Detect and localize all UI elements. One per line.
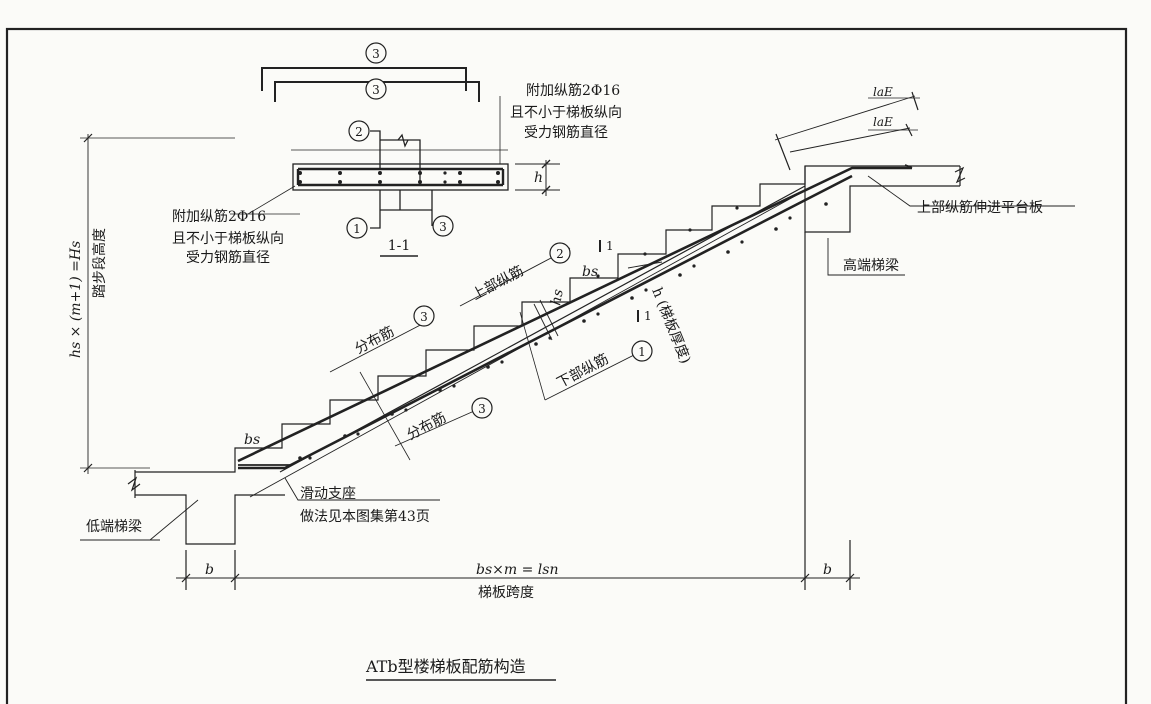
dim-bs-mid: bs <box>582 264 598 280</box>
bubble-3-section-num: 3 <box>439 220 447 234</box>
dim-bs-low: bs <box>244 432 260 448</box>
dim-span-cn: 梯板跨度 <box>478 585 534 601</box>
bubble-3-dist-upper-num: 3 <box>420 310 428 324</box>
bubble-1-bottom-bar-num: 1 <box>638 345 646 359</box>
section-1-1 <box>230 67 560 257</box>
dim-span-formula: bs×m = lsn <box>476 562 558 578</box>
label-sliding-support-ref: 做法见本图集第43页 <box>300 508 430 525</box>
label-sliding-support: 滑动支座 <box>300 485 356 502</box>
bubble-3-top-num: 3 <box>372 47 380 61</box>
section-label: 1-1 <box>388 238 411 254</box>
cut-mark-1-upper: 1 <box>606 239 614 253</box>
bubble-2-top-bar <box>549 242 571 264</box>
bubble-3-second <box>365 78 387 100</box>
dim-b-left: b <box>205 562 214 578</box>
bubble-2-section <box>348 120 370 142</box>
label-low-end-beam: 低端梯梁 <box>86 519 142 535</box>
bubble-2-section-num: 2 <box>355 125 363 139</box>
label-dist-bar-lower: 分布筋 <box>404 409 449 444</box>
label-top-bar-into-platform: 上部纵筋伸进平台板 <box>917 199 1043 216</box>
svg-text:附加纵筋2Φ16: 附加纵筋2Φ16 <box>172 208 266 225</box>
bubble-1-section-num: 1 <box>353 222 361 236</box>
svg-text:受力钢筋直径: 受力钢筋直径 <box>524 124 608 141</box>
bubble-2-top-bar-num: 2 <box>556 247 564 261</box>
svg-text:受力钢筋直径: 受力钢筋直径 <box>186 249 270 266</box>
bubble-3-second-num: 3 <box>372 83 380 97</box>
bubble-3-dist-lower <box>471 397 493 419</box>
cut-mark-1-lower: 1 <box>644 309 652 323</box>
drawing-title: ATb型楼梯板配筋构造 <box>365 657 526 676</box>
stair-rebar-dots <box>298 202 828 460</box>
dim-b-right: b <box>823 562 832 578</box>
label-high-end-beam: 高端梯梁 <box>843 257 899 274</box>
stair-profile <box>80 91 1075 590</box>
bubble-3-section <box>432 215 454 237</box>
stair-bubbles <box>413 242 653 419</box>
bubble-1-section <box>346 217 368 239</box>
dim-hs-mid: hs <box>548 288 567 307</box>
drawing-frame <box>5 27 1128 704</box>
label-dist-bar-upper: 分布筋 <box>352 323 397 358</box>
label-thickness: h (梯板厚度) <box>648 286 693 367</box>
label-top-long-bar: 上部纵筋 <box>469 262 526 303</box>
dim-la-e-2: laE <box>873 115 893 129</box>
bubble-3-dist-upper <box>413 305 435 327</box>
bubble-1-bottom-bar <box>631 340 653 362</box>
dim-left-height: hs × (m+1) =Hs <box>68 241 84 358</box>
svg-text:且不小于梯板纵向: 且不小于梯板纵向 <box>172 231 284 247</box>
dim-la-e-1: laE <box>873 85 893 99</box>
section-bubbles <box>346 42 454 239</box>
section-rebar-dots <box>298 171 500 184</box>
note-extra-bars-left: 附加纵筋2Φ16 且不小于梯板纵向 受力钢筋直径 <box>172 208 284 266</box>
svg-text:且不小于梯板纵向: 且不小于梯板纵向 <box>510 105 622 121</box>
svg-text:附加纵筋2Φ16: 附加纵筋2Φ16 <box>526 82 620 99</box>
note-extra-bars-top: 附加纵筋2Φ16 且不小于梯板纵向 受力钢筋直径 <box>510 82 622 141</box>
bubble-3-dist-lower-num: 3 <box>478 402 486 416</box>
dim-left-height-cn: 踏步段高度 <box>91 228 108 298</box>
bubble-3-top <box>365 42 387 64</box>
section-dim-h: h <box>534 170 543 186</box>
